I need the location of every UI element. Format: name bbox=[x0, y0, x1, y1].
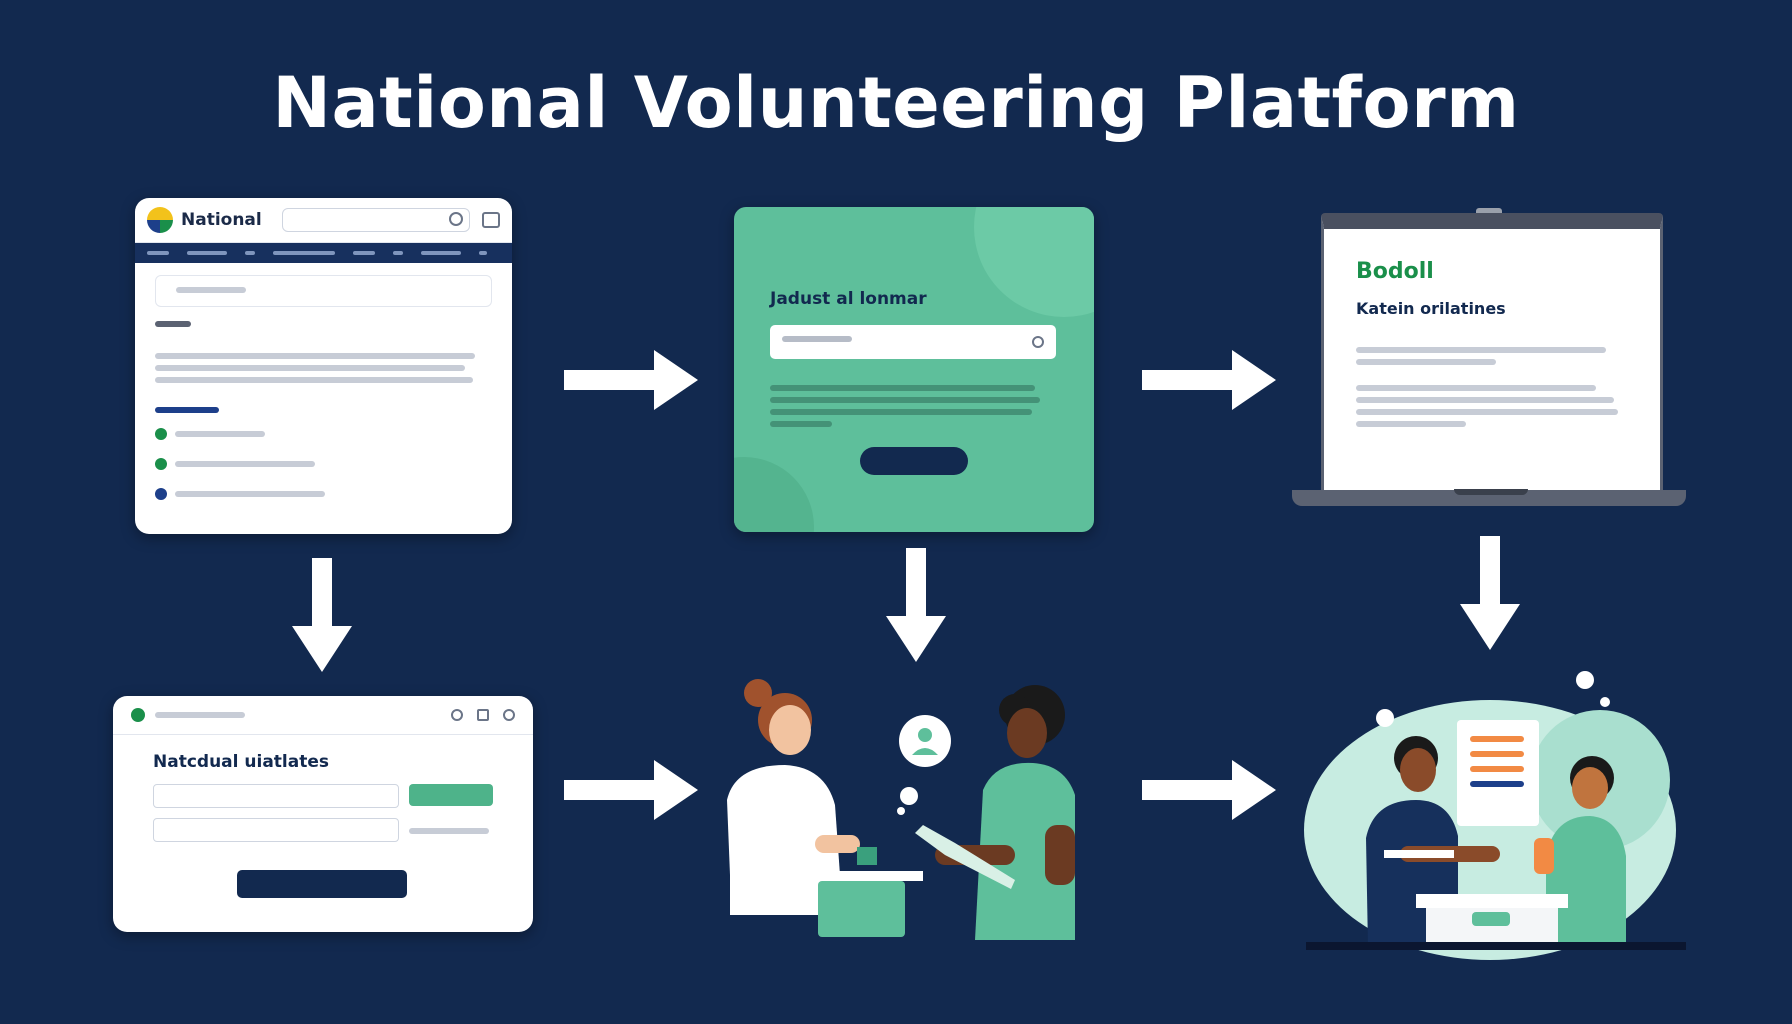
platform-logo-icon bbox=[147, 207, 173, 233]
nav-item[interactable] bbox=[273, 251, 335, 255]
portal-filter-box[interactable] bbox=[155, 275, 492, 307]
portal-nav-bar bbox=[135, 243, 512, 263]
register-button[interactable] bbox=[237, 870, 407, 898]
volunteers-meeting-illustration bbox=[727, 679, 1075, 940]
portal-header: National bbox=[135, 198, 512, 243]
arrow-right-icon bbox=[1142, 760, 1276, 820]
laptop-screen: Bodoll Katein orilatines bbox=[1321, 213, 1663, 498]
verify-button[interactable] bbox=[409, 784, 493, 806]
search-description bbox=[770, 379, 1040, 433]
laptop-screen-heading: Bodoll bbox=[1356, 259, 1434, 284]
laptop-base bbox=[1292, 490, 1686, 506]
search-input[interactable] bbox=[281, 208, 470, 232]
nav-item[interactable] bbox=[393, 251, 403, 255]
status-dot-icon bbox=[155, 488, 167, 500]
nav-item[interactable] bbox=[353, 251, 375, 255]
name-field[interactable] bbox=[153, 784, 399, 808]
laptop-hinge bbox=[1454, 489, 1528, 495]
lock-icon[interactable] bbox=[477, 709, 489, 721]
nav-item[interactable] bbox=[147, 251, 169, 255]
arrow-down-icon bbox=[886, 548, 946, 662]
email-field[interactable] bbox=[153, 818, 399, 842]
search-opportunities-card: Jadust al lonmar bbox=[734, 207, 1094, 532]
arrow-right-icon bbox=[1142, 350, 1276, 410]
opportunity-search-input[interactable] bbox=[770, 325, 1056, 359]
search-heading: Jadust al lonmar bbox=[770, 289, 927, 309]
search-icon bbox=[449, 212, 463, 226]
search-button[interactable] bbox=[860, 447, 968, 475]
portal-content bbox=[135, 321, 512, 503]
form-heading: Natcdual uiatlates bbox=[153, 752, 329, 772]
menu-icon[interactable] bbox=[482, 212, 500, 228]
nav-item[interactable] bbox=[421, 251, 461, 255]
laptop-screen-subheading: Katein orilatines bbox=[1356, 299, 1506, 318]
arrow-right-icon bbox=[564, 760, 698, 820]
portal-home-card: National bbox=[135, 198, 512, 534]
status-dot-icon bbox=[155, 428, 167, 440]
arrow-down-icon bbox=[292, 558, 352, 672]
search-icon[interactable] bbox=[451, 709, 463, 721]
search-icon bbox=[1032, 336, 1044, 348]
list-item[interactable] bbox=[155, 455, 492, 473]
status-dot-icon bbox=[155, 458, 167, 470]
card-background-shapes bbox=[734, 207, 1094, 532]
registration-form-card: Natcdual uiatlates bbox=[113, 696, 533, 932]
status-dot-icon bbox=[131, 708, 145, 722]
form-header bbox=[113, 696, 533, 735]
nav-item[interactable] bbox=[187, 251, 227, 255]
page-title: National Volunteering Platform bbox=[272, 62, 1520, 144]
portal-brand: National bbox=[181, 210, 262, 230]
arrow-down-icon bbox=[1460, 536, 1520, 650]
refresh-icon[interactable] bbox=[503, 709, 515, 721]
list-item[interactable] bbox=[155, 485, 492, 503]
nav-item[interactable] bbox=[245, 251, 255, 255]
list-item[interactable] bbox=[155, 425, 492, 443]
nav-item[interactable] bbox=[479, 251, 487, 255]
volunteers-collaboration-illustration bbox=[1304, 671, 1686, 960]
arrow-right-icon bbox=[564, 350, 698, 410]
laptop-screen-text bbox=[1356, 341, 1626, 433]
